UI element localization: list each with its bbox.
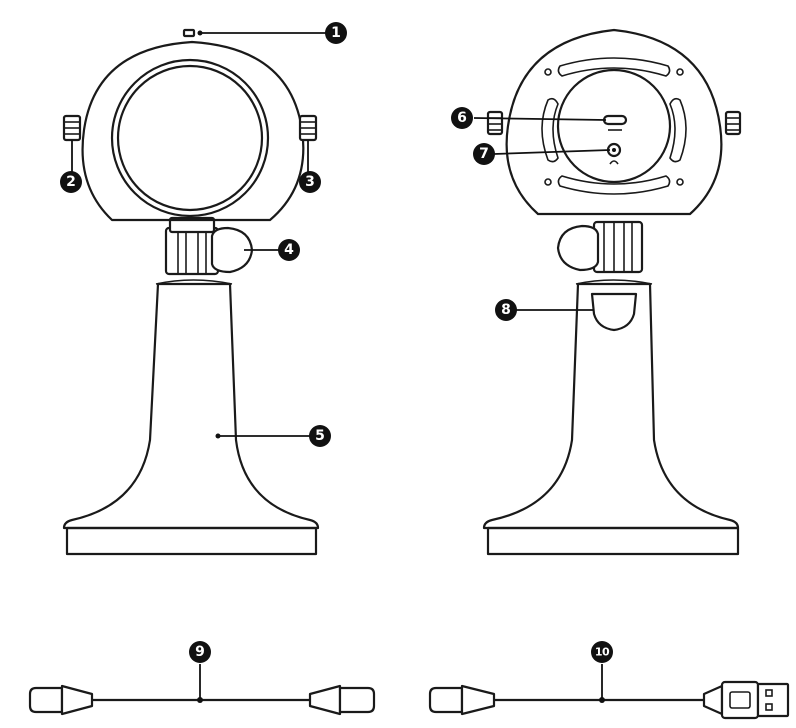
callout-number: 9 (195, 644, 205, 660)
front-view (62, 28, 320, 556)
back-stand-lip (575, 279, 653, 285)
front-lens (116, 64, 264, 212)
front-stand-lip (155, 279, 233, 285)
callout-badge-7: 7 (473, 143, 495, 165)
callout-badge-8: 8 (495, 299, 517, 321)
front-right-knob (298, 114, 318, 142)
stand-release-button (590, 292, 638, 332)
callout-number: 3 (305, 174, 315, 190)
back-center-plate (556, 68, 672, 184)
usb-c-connector-icon (28, 684, 94, 716)
back-view (482, 28, 742, 556)
usb-c-port-icon (602, 114, 628, 131)
usb-c-to-usb-a-cable (428, 680, 790, 720)
usb-c-connector-right (308, 684, 376, 716)
back-stand-base (486, 526, 740, 556)
right-vent (669, 97, 687, 163)
headphone-jack-icon (606, 142, 622, 165)
left-vent (541, 97, 559, 163)
callout-badge-1: 1 (325, 22, 347, 44)
front-ring-outer (110, 58, 270, 218)
front-stand-foot (62, 282, 320, 530)
callout-badge-10: 10 (591, 641, 613, 663)
callout-number: 7 (479, 146, 489, 162)
usb-c-to-usb-c-cable (28, 684, 376, 716)
front-left-knob (62, 114, 82, 142)
callout-badge-9: 9 (189, 641, 211, 663)
front-stand-base (65, 526, 318, 556)
callout-badge-3: 3 (299, 171, 321, 193)
callout-number: 10 (595, 646, 610, 659)
callout-number: 1 (331, 25, 341, 41)
back-tilt-knob (556, 224, 600, 272)
bottom-vent (557, 175, 671, 195)
back-ring-body (505, 28, 723, 216)
callout-number: 8 (501, 302, 511, 318)
usb-c-connector-left-b (428, 684, 496, 716)
callout-number: 5 (315, 428, 325, 444)
callout-badge-2: 2 (60, 171, 82, 193)
back-left-knob (486, 110, 504, 136)
callout-number: 6 (457, 110, 467, 126)
back-screws (544, 68, 684, 186)
callout-number: 2 (66, 174, 76, 190)
leader-lines (71, 30, 611, 703)
indicator-light (182, 28, 196, 38)
callout-number: 4 (284, 242, 294, 258)
front-hinge (164, 216, 220, 276)
back-right-knob (724, 110, 742, 136)
back-hinge (592, 220, 644, 274)
top-vent (557, 57, 671, 77)
usb-a-connector-icon (702, 680, 790, 720)
callout-badge-4: 4 (278, 239, 300, 261)
callout-badge-5: 5 (309, 425, 331, 447)
front-ring-body (81, 40, 305, 222)
callout-badge-6: 6 (451, 107, 473, 129)
